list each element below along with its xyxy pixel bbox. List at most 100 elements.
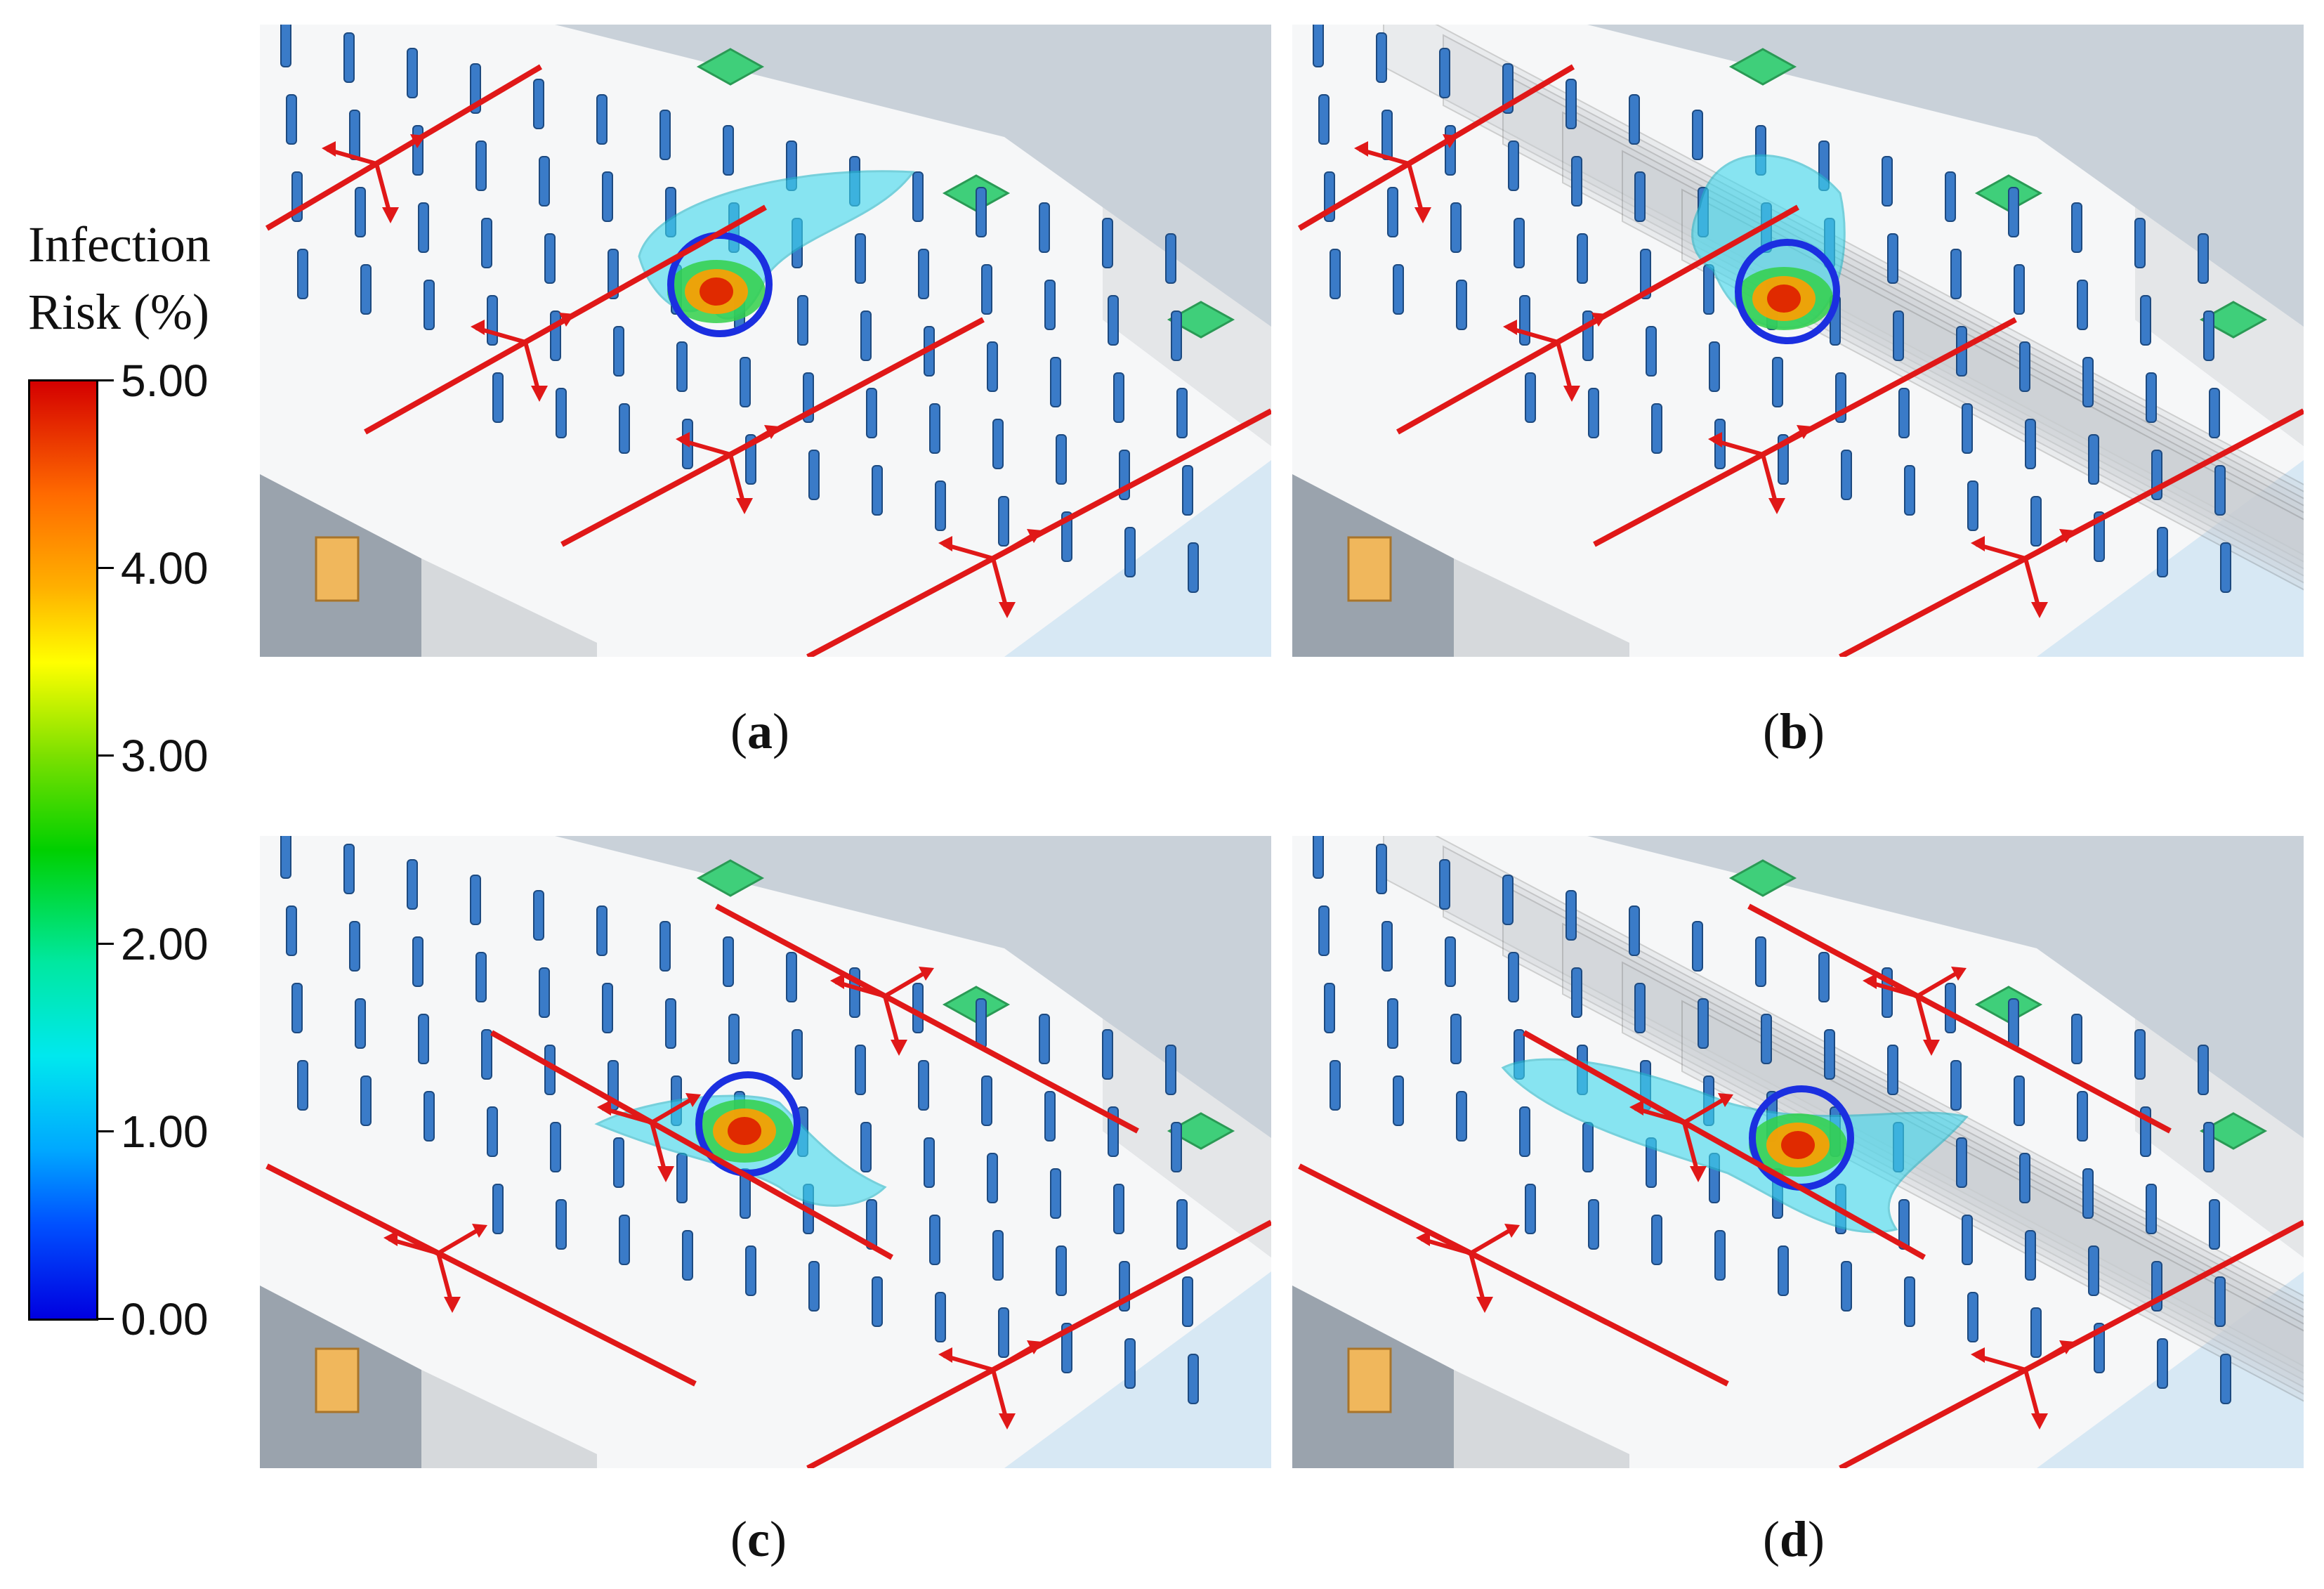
occupant-figure: [1124, 527, 1136, 577]
occupant-figure: [2157, 527, 2168, 577]
cabinet: [1347, 536, 1392, 602]
simulation-panel-d: [1292, 836, 2304, 1468]
occupant-figure: [1709, 341, 1720, 392]
occupant-figure: [487, 1106, 498, 1157]
occupant-figure: [355, 187, 366, 237]
arrowhead: [382, 207, 399, 223]
occupant-figure: [1330, 1060, 1341, 1111]
occupant-figure: [286, 94, 297, 145]
occupant-figure: [1061, 511, 1072, 562]
occupant-figure: [418, 202, 429, 253]
partition-panel: [1383, 836, 2304, 1367]
occupant-figure: [1967, 480, 1978, 531]
colorbar-tick: [98, 943, 114, 945]
occupant-figure: [1651, 1215, 1662, 1265]
arrowhead: [999, 602, 1016, 618]
occupant-figure: [872, 465, 883, 516]
airflow-arrow: [2024, 532, 2069, 561]
front-wall-2: [421, 558, 597, 657]
occupant-figure: [912, 983, 924, 1033]
arrowhead: [1504, 1224, 1520, 1238]
occupant-figure: [2071, 202, 2082, 253]
colorbar: [28, 379, 98, 1321]
plume-peak-zone: [700, 277, 733, 306]
occupant-figure: [1565, 890, 1577, 941]
arrowhead: [1923, 1040, 1940, 1056]
occupant-figure: [912, 171, 924, 222]
occupant-figure: [2008, 187, 2019, 237]
arrowhead: [471, 320, 485, 335]
airflow-arrow: [1407, 137, 1452, 166]
occupant-figure: [1761, 1014, 1772, 1064]
occupant-figure: [1772, 357, 1783, 407]
colorbar-label: 0.00: [121, 1294, 209, 1345]
plume-peak-zone: [728, 1117, 761, 1145]
panel-caption-b: (b): [1763, 703, 1825, 759]
occupant-figure: [424, 280, 435, 330]
occupant-figure: [723, 936, 734, 987]
occupant-figure: [1188, 1354, 1199, 1404]
occupant-figure: [1582, 310, 1594, 361]
occupant-figure: [1050, 1168, 1061, 1219]
infection-risk-plume: [1501, 1058, 1969, 1234]
occupant-figure: [1778, 1245, 1789, 1296]
occupant-figure: [2094, 1323, 2105, 1373]
occupant-figure: [2134, 218, 2146, 268]
airflow-arrow: [992, 532, 1037, 561]
occupant-figure: [1445, 125, 1456, 176]
occupant-figure: [2203, 310, 2214, 361]
airflow-line: [1523, 1030, 1926, 1260]
occupant-figure: [1381, 921, 1393, 972]
occupant-figure: [998, 1307, 1009, 1358]
airflow-arrow: [2024, 1343, 2069, 1372]
occupant-figure: [2025, 419, 2036, 469]
scene-svg: [1292, 25, 2304, 657]
occupant-figure: [1841, 1261, 1852, 1312]
occupant-figure: [343, 32, 355, 83]
occupant-figure: [1887, 233, 1898, 284]
occupant-figure: [1044, 1091, 1056, 1142]
occupant-figure: [602, 171, 613, 222]
arrowhead: [2031, 602, 2048, 618]
occupant-figure: [2071, 1014, 2082, 1064]
occupant-figure: [475, 952, 487, 1002]
occupant-figure: [924, 1137, 935, 1188]
occupant-figure: [550, 310, 561, 361]
occupant-figure: [1882, 156, 1893, 207]
occupant-figure: [1571, 156, 1582, 207]
occupant-figure: [987, 1153, 998, 1203]
arrowhead: [830, 974, 844, 989]
occupant-figure: [992, 1230, 1004, 1281]
occupant-figure: [1962, 1215, 1973, 1265]
occupant-figure: [1582, 1122, 1594, 1172]
occupant-figure: [2146, 1184, 2157, 1234]
arrowhead: [1971, 536, 1985, 551]
occupant-figure: [1450, 202, 1462, 253]
arrowhead: [938, 1347, 952, 1363]
occupant-figure: [1439, 48, 1450, 98]
airflow-arrow: [1761, 428, 1806, 457]
occupant-figure: [286, 905, 297, 956]
occupant-figure: [556, 1199, 567, 1250]
occupant-figure: [1950, 249, 1962, 299]
airflow-arrow: [437, 1227, 482, 1255]
occupant-figure: [1519, 1106, 1530, 1157]
occupant-figure: [998, 496, 1009, 547]
occupant-figure: [1945, 983, 1956, 1033]
occupant-figure: [608, 249, 619, 299]
legend-title-line1: Infection: [28, 216, 211, 273]
occupant-figure: [2220, 1354, 2231, 1404]
occupant-figure: [918, 249, 929, 299]
occupant-figure: [1165, 1045, 1176, 1095]
occupant-figure: [1692, 921, 1703, 972]
occupant-figure: [1171, 310, 1182, 361]
occupant-figure: [2209, 1199, 2220, 1250]
occupant-figure: [2088, 434, 2099, 485]
ceiling-vent: [1728, 859, 1797, 897]
occupant-figure: [596, 905, 608, 956]
occupant-figure: [1318, 94, 1330, 145]
airflow-line: [715, 903, 1139, 1134]
occupant-figure: [740, 357, 751, 407]
arrowhead: [736, 498, 753, 514]
occupant-figure: [792, 1029, 803, 1080]
